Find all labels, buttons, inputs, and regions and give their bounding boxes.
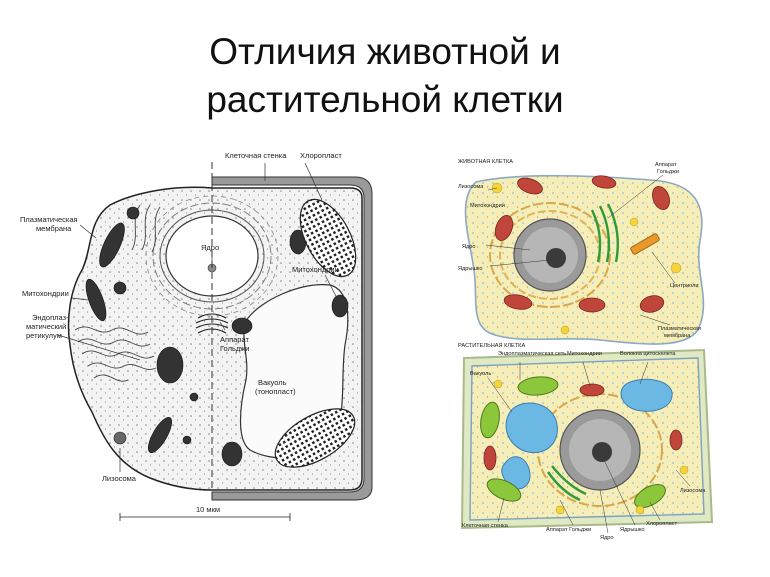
plant-vacuoles [501, 378, 673, 490]
label-cell-wall: Клеточная стенка [225, 151, 287, 160]
label-plant-vacuole: Вакуоль [470, 371, 491, 377]
centrioles [630, 233, 660, 255]
plant-nucleolus [592, 442, 612, 462]
label-mitochondria-left: Митохондрии [22, 289, 69, 298]
label-animal-golgi-1: Аппарат [655, 162, 677, 168]
label-plant-chloroplast: Хлоропласт [646, 521, 678, 527]
label-plant-header: РАСТИТЕЛЬНАЯ КЛЕТКА [458, 343, 525, 349]
label-plasma-membrane-2: мембрана [36, 224, 72, 233]
label-mitochondria-right: Митохондрии [292, 265, 339, 274]
left-cell-diagram: Клеточная стенка Хлоропласт Плазматическ… [20, 151, 373, 521]
slide-title: Отличия животной и растительной клетки [0, 28, 770, 124]
label-animal-nucleus: Ядро [462, 244, 476, 250]
lysosome [113, 431, 127, 445]
label-animal-nucleolus: Ядрышко [458, 266, 483, 272]
label-animal-plasma-2: мембрана [664, 333, 691, 339]
label-animal-header: ЖИВОТНАЯ КЛЕТКА [458, 159, 513, 165]
label-er-2: матический [26, 322, 66, 331]
label-chloroplast: Хлоропласт [300, 151, 342, 160]
title-line-1: Отличия животной и [209, 31, 561, 72]
label-vacuole-2: (тонопласт) [255, 387, 296, 396]
label-plant-mitochondria: Митохондрии [567, 351, 602, 357]
label-plant-golgi: Аппарат Гольджи [546, 527, 591, 533]
title-line-2: растительной клетки [206, 79, 564, 120]
animal-golgi [590, 203, 619, 263]
right-cell-diagram: ЖИВОТНАЯ КЛЕТКА Аппарат Гольджи Лизосома… [458, 159, 714, 541]
label-animal-mitochondria: Митохондрии [470, 203, 505, 209]
label-plasma-membrane-1: Плазматическая [20, 215, 78, 224]
label-centrioles: Центриоли [670, 283, 699, 289]
label-er-3: ретикулум [26, 331, 62, 340]
label-plant-cytoskeleton: Волокна цитоскелета [620, 351, 676, 357]
animal-mitochondria [494, 175, 670, 313]
label-nucleus: Ядро [201, 243, 219, 252]
label-plant-er: Эндоплазматическая сеть [498, 351, 566, 357]
label-scale: 10 мкм [196, 505, 220, 514]
chloroplast-bottom [274, 408, 356, 468]
label-plant-cell-wall: Клеточная стенка [462, 523, 509, 529]
endoplasmic-reticulum [74, 204, 161, 382]
label-er-1: Эндоплаз- [32, 313, 69, 322]
animal-nucleolus [546, 248, 566, 268]
label-golgi-2: Гольджи [220, 344, 249, 353]
label-animal-plasma-1: Плазматическая [658, 326, 701, 332]
mitochondria [85, 206, 349, 467]
plant-chloroplasts [480, 376, 666, 509]
label-animal-lysosome: Лизосома [458, 184, 484, 190]
label-plant-nucleolus: Ядрышко [620, 527, 645, 533]
scale-bar [119, 513, 291, 521]
label-animal-golgi-2: Гольджи [657, 169, 679, 175]
label-plant-lysosome: Лизосома [680, 488, 706, 494]
label-golgi-1: Аппарат [220, 335, 249, 344]
chloroplast-top [299, 198, 357, 278]
label-lysosome: Лизосома [102, 474, 137, 483]
label-plant-nucleus: Ядро [600, 535, 614, 541]
label-vacuole-1: Вакуоль [258, 378, 287, 387]
